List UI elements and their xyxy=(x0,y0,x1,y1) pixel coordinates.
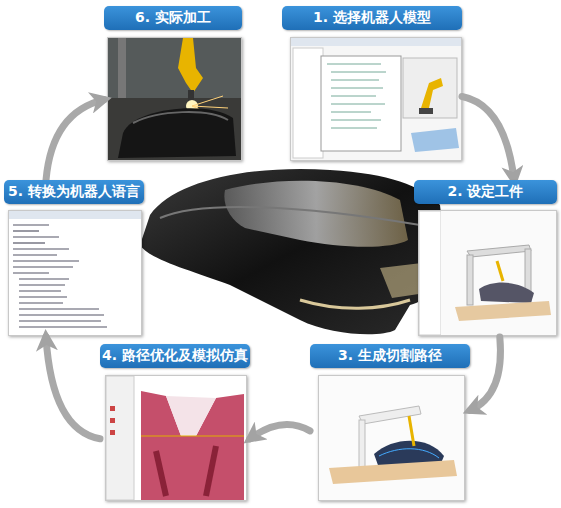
step-label: 6. 实际加工 xyxy=(104,6,242,30)
machining-photo xyxy=(107,37,242,161)
flow-arrow xyxy=(470,337,500,410)
step-label: 2. 设定工件 xyxy=(414,180,557,204)
software-screenshot xyxy=(8,210,142,336)
screenshot-art xyxy=(106,376,246,500)
step-box: 6. 实际加工 xyxy=(104,6,242,162)
photo-art xyxy=(108,38,241,160)
flow-arrow xyxy=(250,425,310,439)
step-box: 1. 选择机器人模型 xyxy=(282,6,462,162)
flow-arrow xyxy=(462,96,514,180)
step-label: 3. 生成切割路径 xyxy=(310,344,470,368)
software-screenshot xyxy=(290,37,462,161)
step-label: 5. 转换为机器人语言 xyxy=(4,180,144,204)
flow-arrow xyxy=(46,337,100,439)
screenshot-art xyxy=(319,376,464,500)
flow-arrow xyxy=(46,100,104,180)
software-screenshot xyxy=(418,210,557,336)
software-screenshot xyxy=(318,375,465,501)
step-box: 2. 设定工件 xyxy=(414,180,557,337)
step-box: 3. 生成切割路径 xyxy=(310,344,470,502)
screenshot-art xyxy=(291,38,461,160)
screenshot-art xyxy=(419,211,556,335)
screenshot-art xyxy=(9,211,141,335)
step-box: 4. 路径优化及模拟仿真 xyxy=(100,344,250,502)
step-label: 1. 选择机器人模型 xyxy=(282,6,462,30)
software-screenshot xyxy=(105,375,247,501)
step-box: 5. 转换为机器人语言 xyxy=(4,180,144,337)
step-label: 4. 路径优化及模拟仿真 xyxy=(100,344,250,368)
